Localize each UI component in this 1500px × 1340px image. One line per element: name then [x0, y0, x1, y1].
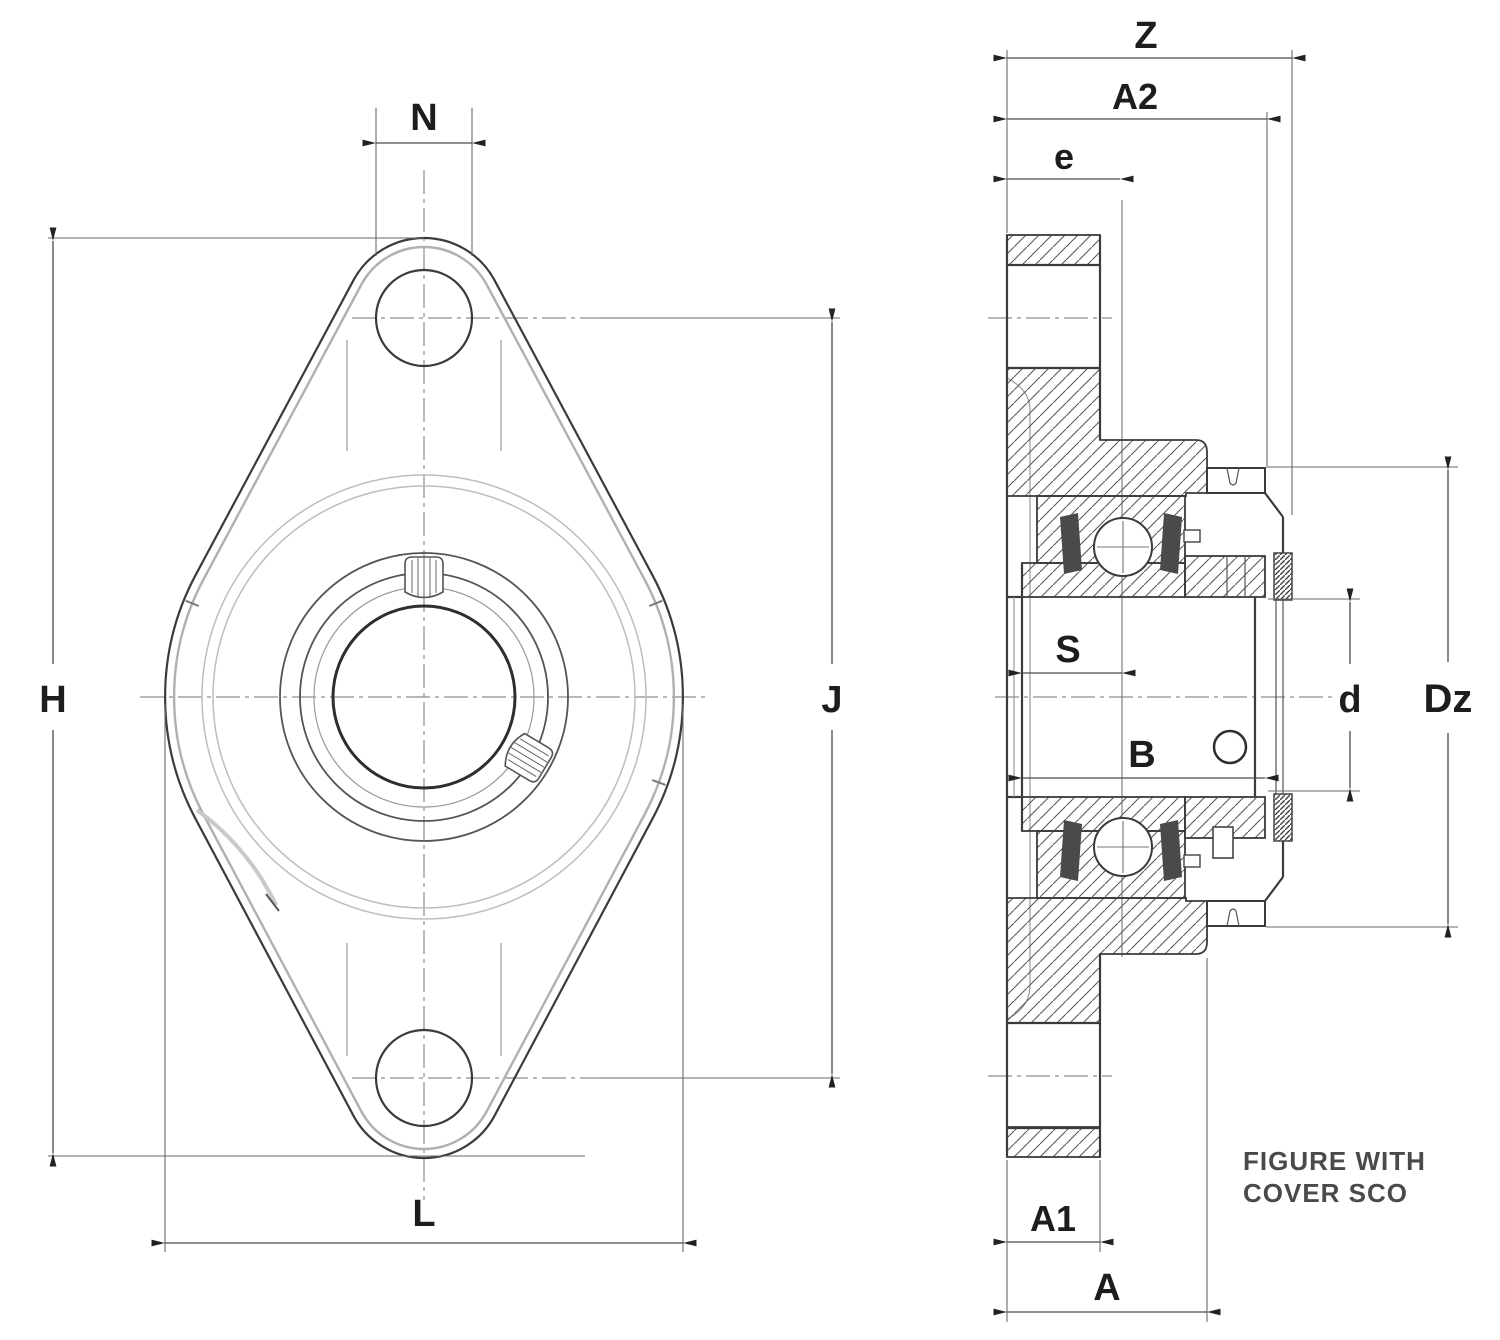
dim-d: d — [1268, 588, 1362, 802]
dim-S: S — [1008, 629, 1136, 677]
bottom-bolt-hole — [374, 1028, 474, 1128]
dim-H: H — [39, 227, 585, 1167]
dim-label-a1: A1 — [1030, 1198, 1076, 1239]
dim-N: N — [362, 97, 486, 256]
seal — [1160, 513, 1182, 574]
shaft-bore-circle — [331, 604, 517, 790]
dim-label-b: B — [1128, 734, 1155, 776]
boss-ring-inner — [212, 485, 636, 909]
cover-rim-groove — [1226, 467, 1240, 486]
boss-ring-outer — [201, 474, 647, 920]
dim-L: L — [151, 704, 697, 1252]
dim-Dz: Dz — [1266, 456, 1473, 938]
housing-body-top — [1006, 367, 1208, 497]
seal-circle — [279, 552, 569, 842]
seal — [1060, 820, 1082, 881]
dim-label-n: N — [410, 97, 437, 139]
cover-rim-groove — [1226, 908, 1240, 927]
junction-tick — [185, 599, 200, 607]
seal — [1060, 513, 1082, 574]
dim-label-e: e — [1054, 136, 1074, 177]
cover-end-wall-top — [1273, 552, 1293, 601]
set-screw-section — [1212, 826, 1234, 859]
set-screw-hole-symbol — [1212, 729, 1248, 765]
cover-slant-bottom — [1264, 876, 1284, 902]
flange-bottom-band — [1006, 1126, 1101, 1158]
junction-tick — [265, 893, 280, 912]
dim-label-z: Z — [1134, 15, 1157, 57]
cover-slant-top — [1264, 492, 1284, 518]
dim-A: A — [993, 958, 1221, 1322]
housing-body-bottom — [1006, 897, 1208, 1024]
front-view: N H J L — [39, 97, 843, 1252]
top-bolt-hole — [374, 268, 474, 368]
cover-end-wall-bottom — [1273, 793, 1293, 842]
dim-label-d: d — [1338, 679, 1361, 721]
flange-inner-cast-edge — [172, 245, 676, 1151]
seal-retainer-tab — [1183, 529, 1201, 543]
figure-note: FIGURE WITH COVER SCO — [1243, 1146, 1426, 1208]
dim-A1: A1 — [993, 1160, 1114, 1322]
junction-tick — [651, 779, 666, 786]
seal — [1160, 820, 1182, 881]
dim-label-a: A — [1093, 1267, 1120, 1309]
seal-retainer-tab — [1183, 854, 1201, 868]
flange-outer-outline — [164, 236, 684, 1160]
dim-label-j: J — [821, 679, 842, 721]
set-screw-side — [504, 732, 554, 783]
set-screw-top — [404, 556, 444, 599]
dim-label-dz: Dz — [1424, 677, 1473, 721]
casting-edge-arc — [195, 808, 278, 906]
dim-label-s: S — [1055, 629, 1080, 671]
dim-e: e — [993, 136, 1134, 183]
note-line-2: COVER SCO — [1243, 1178, 1408, 1208]
junction-tick — [648, 599, 663, 607]
dim-J: J — [821, 308, 843, 1088]
dim-label-l: L — [412, 1193, 435, 1235]
dim-B: B — [1008, 734, 1279, 782]
section-view: Z A2 e S B d — [988, 15, 1472, 1322]
dim-A2: A2 — [993, 76, 1281, 466]
dim-label-a2: A2 — [1112, 76, 1158, 117]
flange-top-band — [1006, 234, 1101, 266]
dim-Z: Z — [993, 15, 1306, 515]
dim-label-h: H — [39, 679, 66, 721]
note-line-1: FIGURE WITH — [1243, 1146, 1426, 1176]
collar-top — [1184, 555, 1266, 598]
